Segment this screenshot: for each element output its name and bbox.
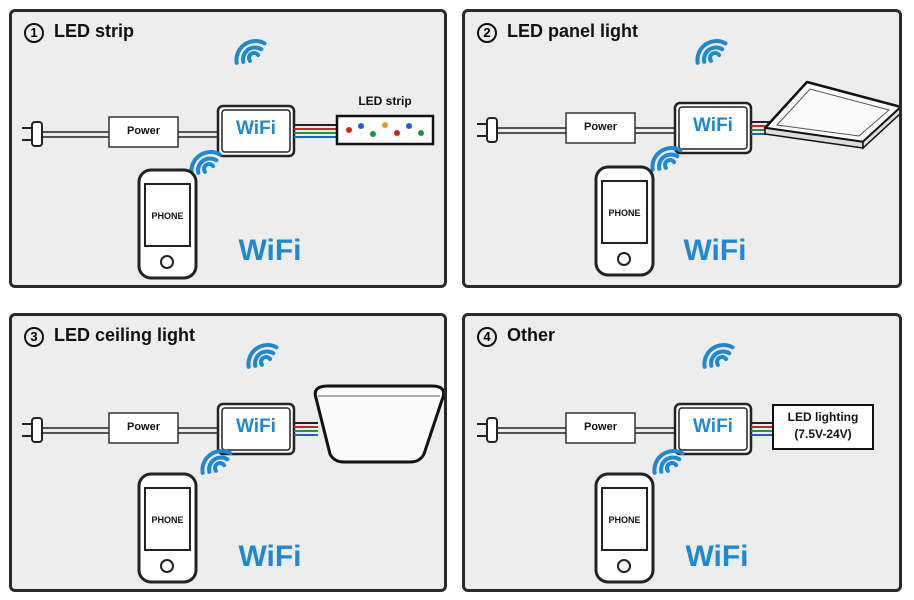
phone-icon [137, 168, 198, 280]
power-cable [42, 131, 218, 138]
panel-diagram [22, 343, 444, 584]
power-box [108, 412, 179, 444]
wifi-controller-label: WiFi [236, 416, 276, 437]
panel-title: LED strip [54, 21, 135, 41]
wifi-signal-icon [650, 146, 683, 172]
wifi-signal-icon [695, 39, 728, 65]
led-panel-light-device [763, 80, 899, 150]
phone-icon [594, 165, 655, 277]
power-label: Power [583, 121, 617, 133]
panel-number: 2 [477, 23, 497, 43]
power-box [565, 112, 636, 144]
panel-diagram [477, 39, 899, 277]
phone-label: PHONE [608, 208, 641, 218]
wifi-label: WiFi [238, 234, 302, 267]
wifi-controller-box [673, 402, 753, 456]
power-cable [497, 427, 675, 434]
rgb-wires [751, 422, 773, 436]
rgb-wires [294, 422, 318, 436]
wifi-signal-icon [702, 343, 735, 369]
led-strip-label: LED strip [358, 94, 412, 108]
wifi-label: WiFi [685, 540, 749, 573]
panel-number: 1 [24, 23, 44, 43]
phone-label: PHONE [151, 515, 184, 525]
panel-number: 4 [477, 327, 497, 347]
rgb-wires [294, 124, 337, 138]
wifi-signal-icon [189, 150, 222, 176]
voltage-range-label: (7.5V-24V) [794, 427, 852, 441]
power-cable [497, 127, 675, 134]
led-strip-device [335, 114, 435, 146]
led-lighting-box [772, 404, 874, 450]
phone-icon [594, 472, 655, 584]
panel-led-panel-light: 2 LED panel light [462, 9, 902, 288]
power-box [565, 412, 636, 444]
panel-title: Other [507, 325, 556, 345]
power-label: Power [126, 421, 160, 433]
power-box [108, 116, 179, 148]
phone-icon [137, 472, 198, 584]
wifi-label: WiFi [683, 234, 747, 267]
wifi-signal-icon [200, 449, 233, 475]
panel-other: 4 Other [462, 313, 902, 592]
phone-label: PHONE [151, 211, 184, 221]
panel-title: LED panel light [507, 21, 639, 41]
wifi-controller-box [216, 402, 296, 456]
wifi-controller-box [216, 104, 296, 158]
panel-number: 3 [24, 327, 44, 347]
panel-diagram [22, 39, 435, 280]
power-cable [42, 427, 218, 434]
wifi-controller-label: WiFi [236, 118, 276, 139]
plug-icon [477, 117, 498, 143]
wifi-controller-box [673, 101, 753, 155]
panel-title: LED ceiling light [54, 325, 196, 345]
wifi-signal-icon [234, 39, 267, 65]
panel-led-strip: 1 LED strip [9, 9, 447, 288]
plug-icon [22, 417, 43, 443]
led-ceiling-light-device [313, 384, 444, 464]
led-lighting-label: LED lighting [787, 410, 859, 424]
phone-label: PHONE [608, 515, 641, 525]
power-label: Power [583, 421, 617, 433]
plug-icon [477, 417, 498, 443]
wifi-controller-label: WiFi [693, 115, 733, 136]
wifi-signal-icon [246, 343, 279, 369]
wifi-signal-icon [652, 449, 685, 475]
panel-diagram [477, 343, 874, 584]
power-label: Power [126, 125, 160, 137]
panel-led-ceiling-light: 3 LED ceiling light [9, 313, 447, 592]
wifi-controller-label: WiFi [693, 416, 733, 437]
plug-icon [22, 121, 43, 147]
wifi-label: WiFi [238, 540, 302, 573]
